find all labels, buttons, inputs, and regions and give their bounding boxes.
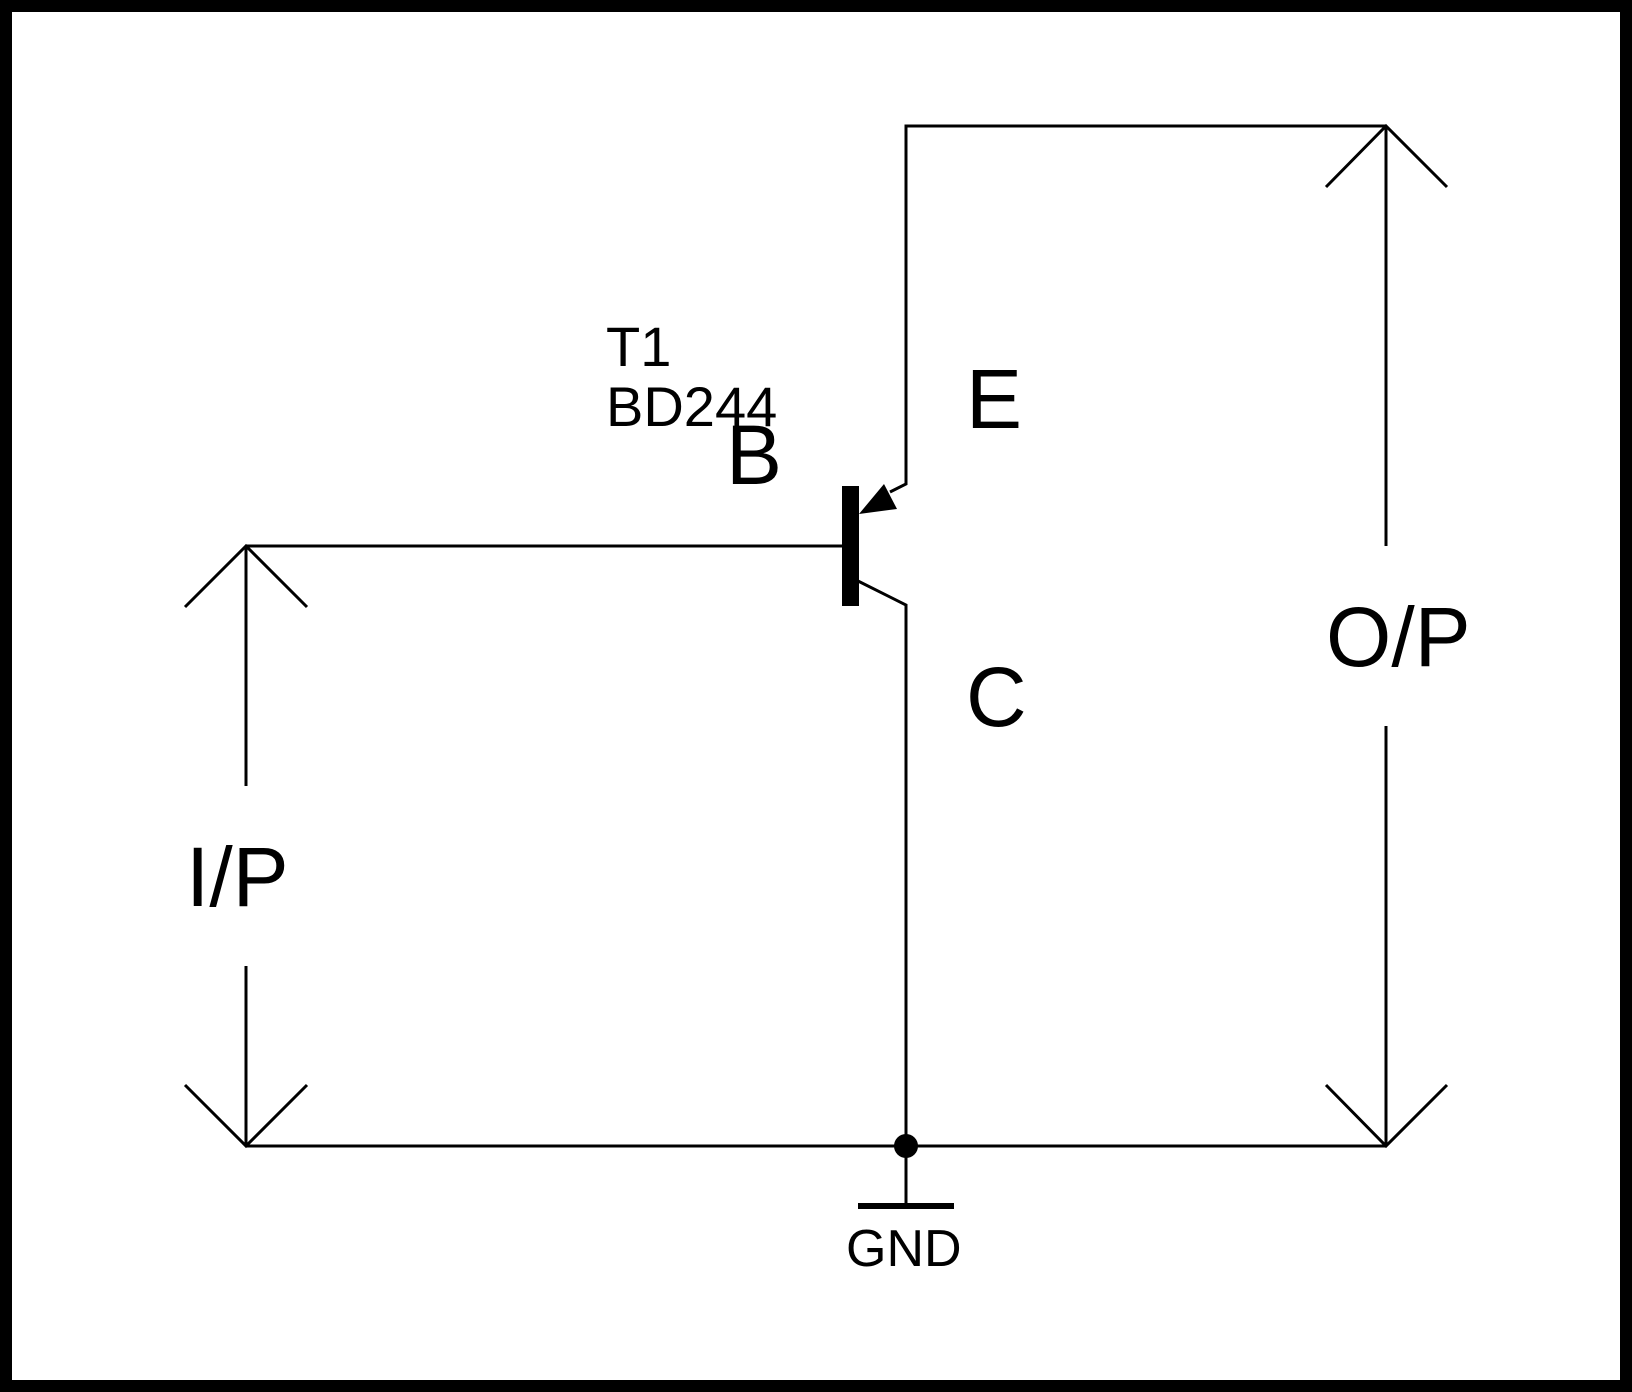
base-label: B (726, 408, 782, 502)
output-label: O/P (1326, 590, 1471, 684)
transistor-part-number: BD244 (606, 375, 777, 438)
emitter-arrow-icon (859, 484, 897, 514)
collector-wire (855, 578, 908, 1146)
ground-icon (858, 1203, 954, 1209)
transistor-designator: T1 (606, 315, 671, 378)
emitter-wire (889, 124, 1386, 494)
collector-label: C (966, 650, 1027, 744)
input-arrow-down-icon (183, 1083, 309, 1149)
output-arrow-up-icon (1324, 123, 1449, 189)
input-arrow-up-icon (183, 543, 309, 609)
input-label: I/P (186, 830, 289, 924)
transistor-base-bar (842, 486, 859, 606)
ground-label: GND (846, 1220, 962, 1278)
emitter-label: E (966, 352, 1022, 446)
output-arrow-down-icon (1324, 1083, 1449, 1149)
output-voltage-arrow (1324, 123, 1449, 1149)
input-voltage-arrow (183, 543, 309, 1149)
